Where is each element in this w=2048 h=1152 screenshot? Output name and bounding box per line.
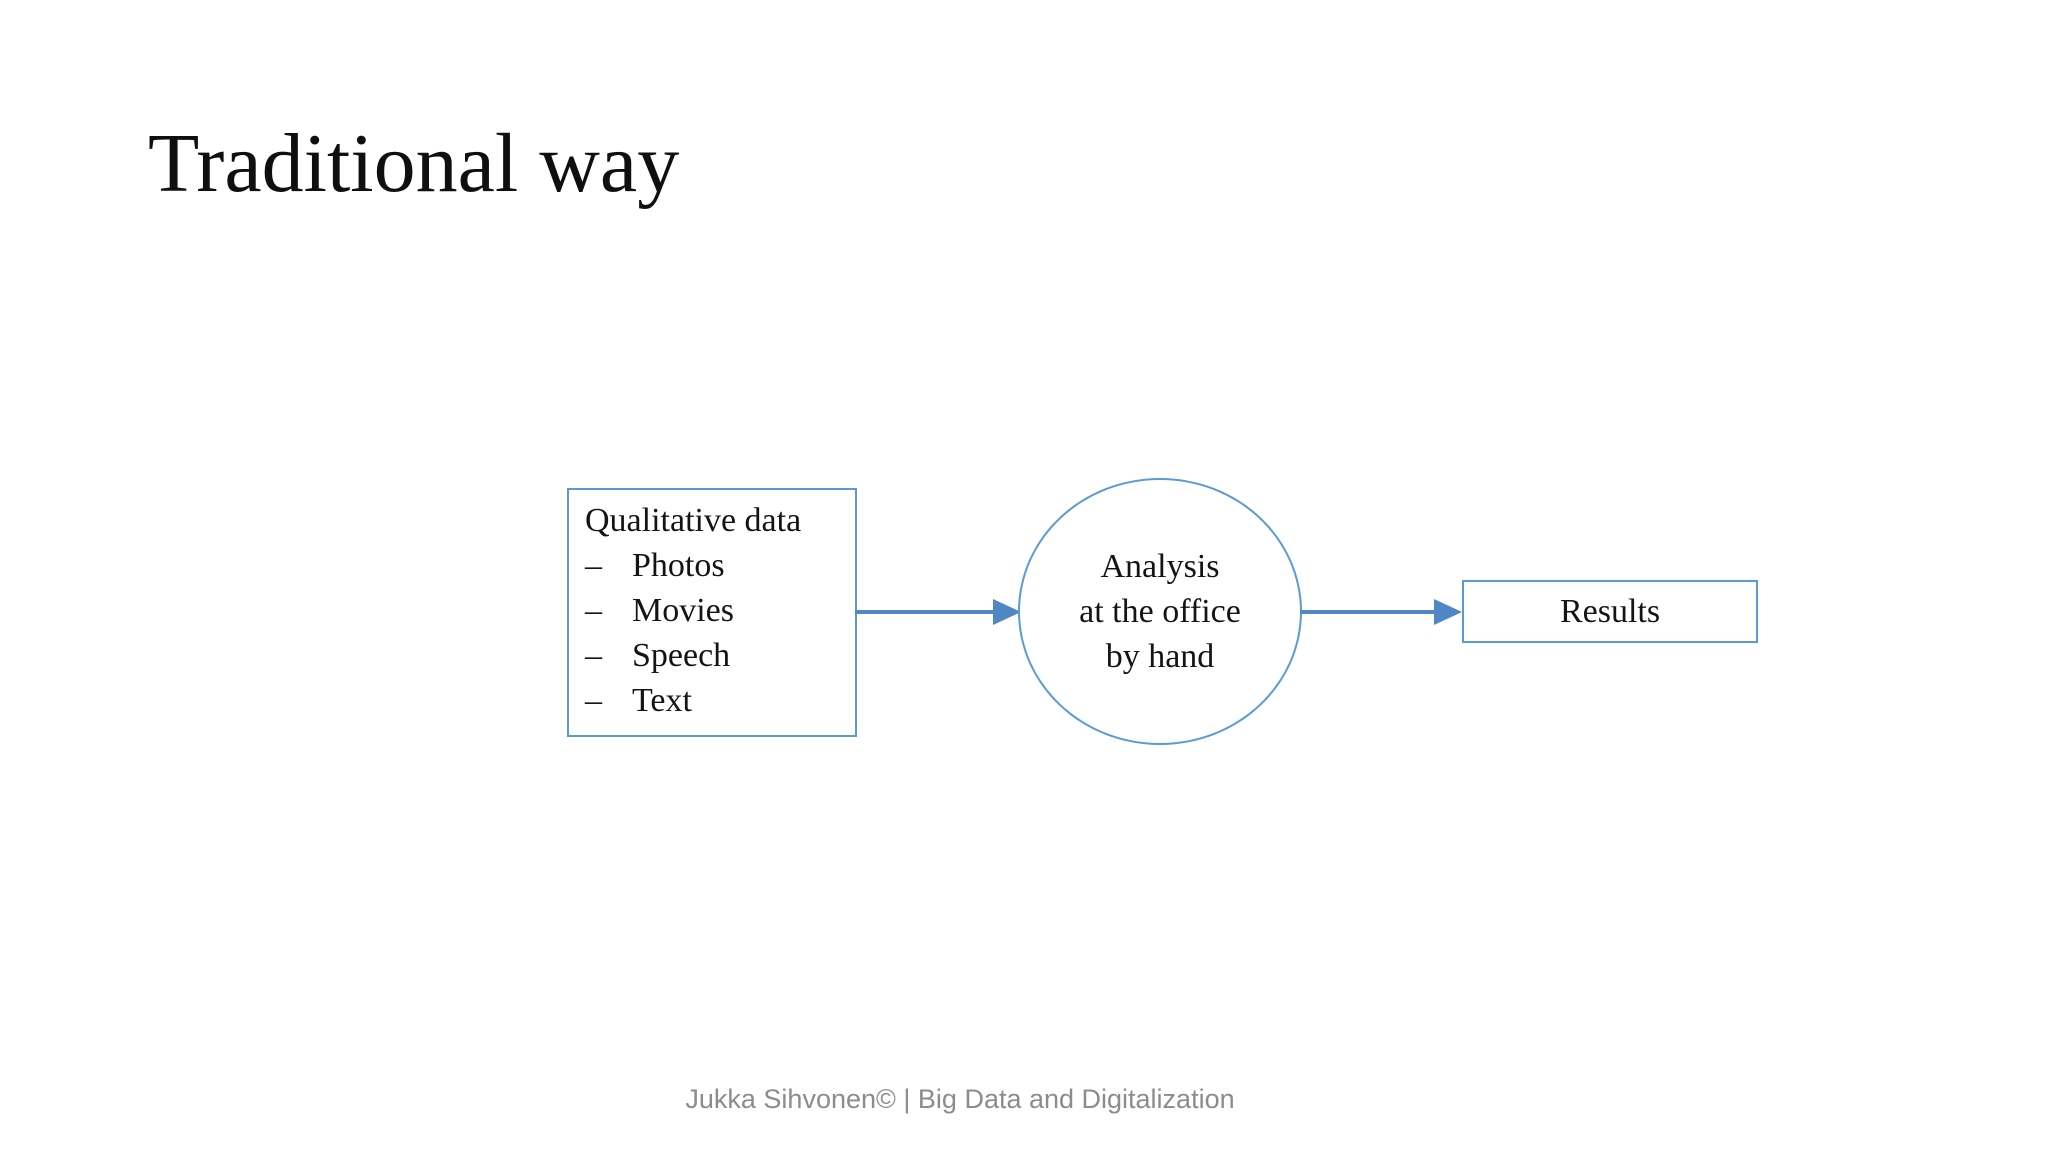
- analysis-circle-line: Analysis: [1100, 548, 1220, 585]
- bullet-dash: –: [585, 637, 602, 674]
- flow-arrow-input-to-analysis-icon: [855, 599, 1021, 625]
- list-item: – Text: [585, 678, 849, 723]
- list-item: – Photos: [585, 543, 849, 588]
- list-item-label: Movies: [632, 592, 734, 629]
- results-label: Results: [1559, 592, 1661, 630]
- flow-arrow-analysis-to-results-icon: [1300, 599, 1462, 625]
- slide-footer: Jukka Sihvonen© | Big Data and Digitaliz…: [685, 1084, 1235, 1114]
- list-item-label: Photos: [632, 547, 725, 584]
- list-item-label: Text: [632, 682, 692, 719]
- list-item-label: Speech: [632, 637, 731, 674]
- qualitative-data-list: – Photos – Movies – Speech – Text: [585, 543, 849, 723]
- analysis-circle-line: by hand: [1105, 638, 1215, 675]
- list-item: – Speech: [585, 633, 849, 678]
- list-item: – Movies: [585, 588, 849, 633]
- qualitative-data-heading: Qualitative data: [585, 502, 802, 539]
- bullet-dash: –: [585, 682, 602, 719]
- qualitative-data-box: Qualitative data – Photos – Movies – Spe…: [567, 488, 857, 737]
- results-box: Results: [1462, 580, 1758, 643]
- slide-title: Traditional way: [148, 117, 680, 210]
- bullet-dash: –: [585, 592, 602, 629]
- analysis-circle: Analysis at the office by hand: [1018, 478, 1302, 745]
- bullet-dash: –: [585, 547, 602, 584]
- analysis-circle-line: at the office: [1079, 593, 1241, 630]
